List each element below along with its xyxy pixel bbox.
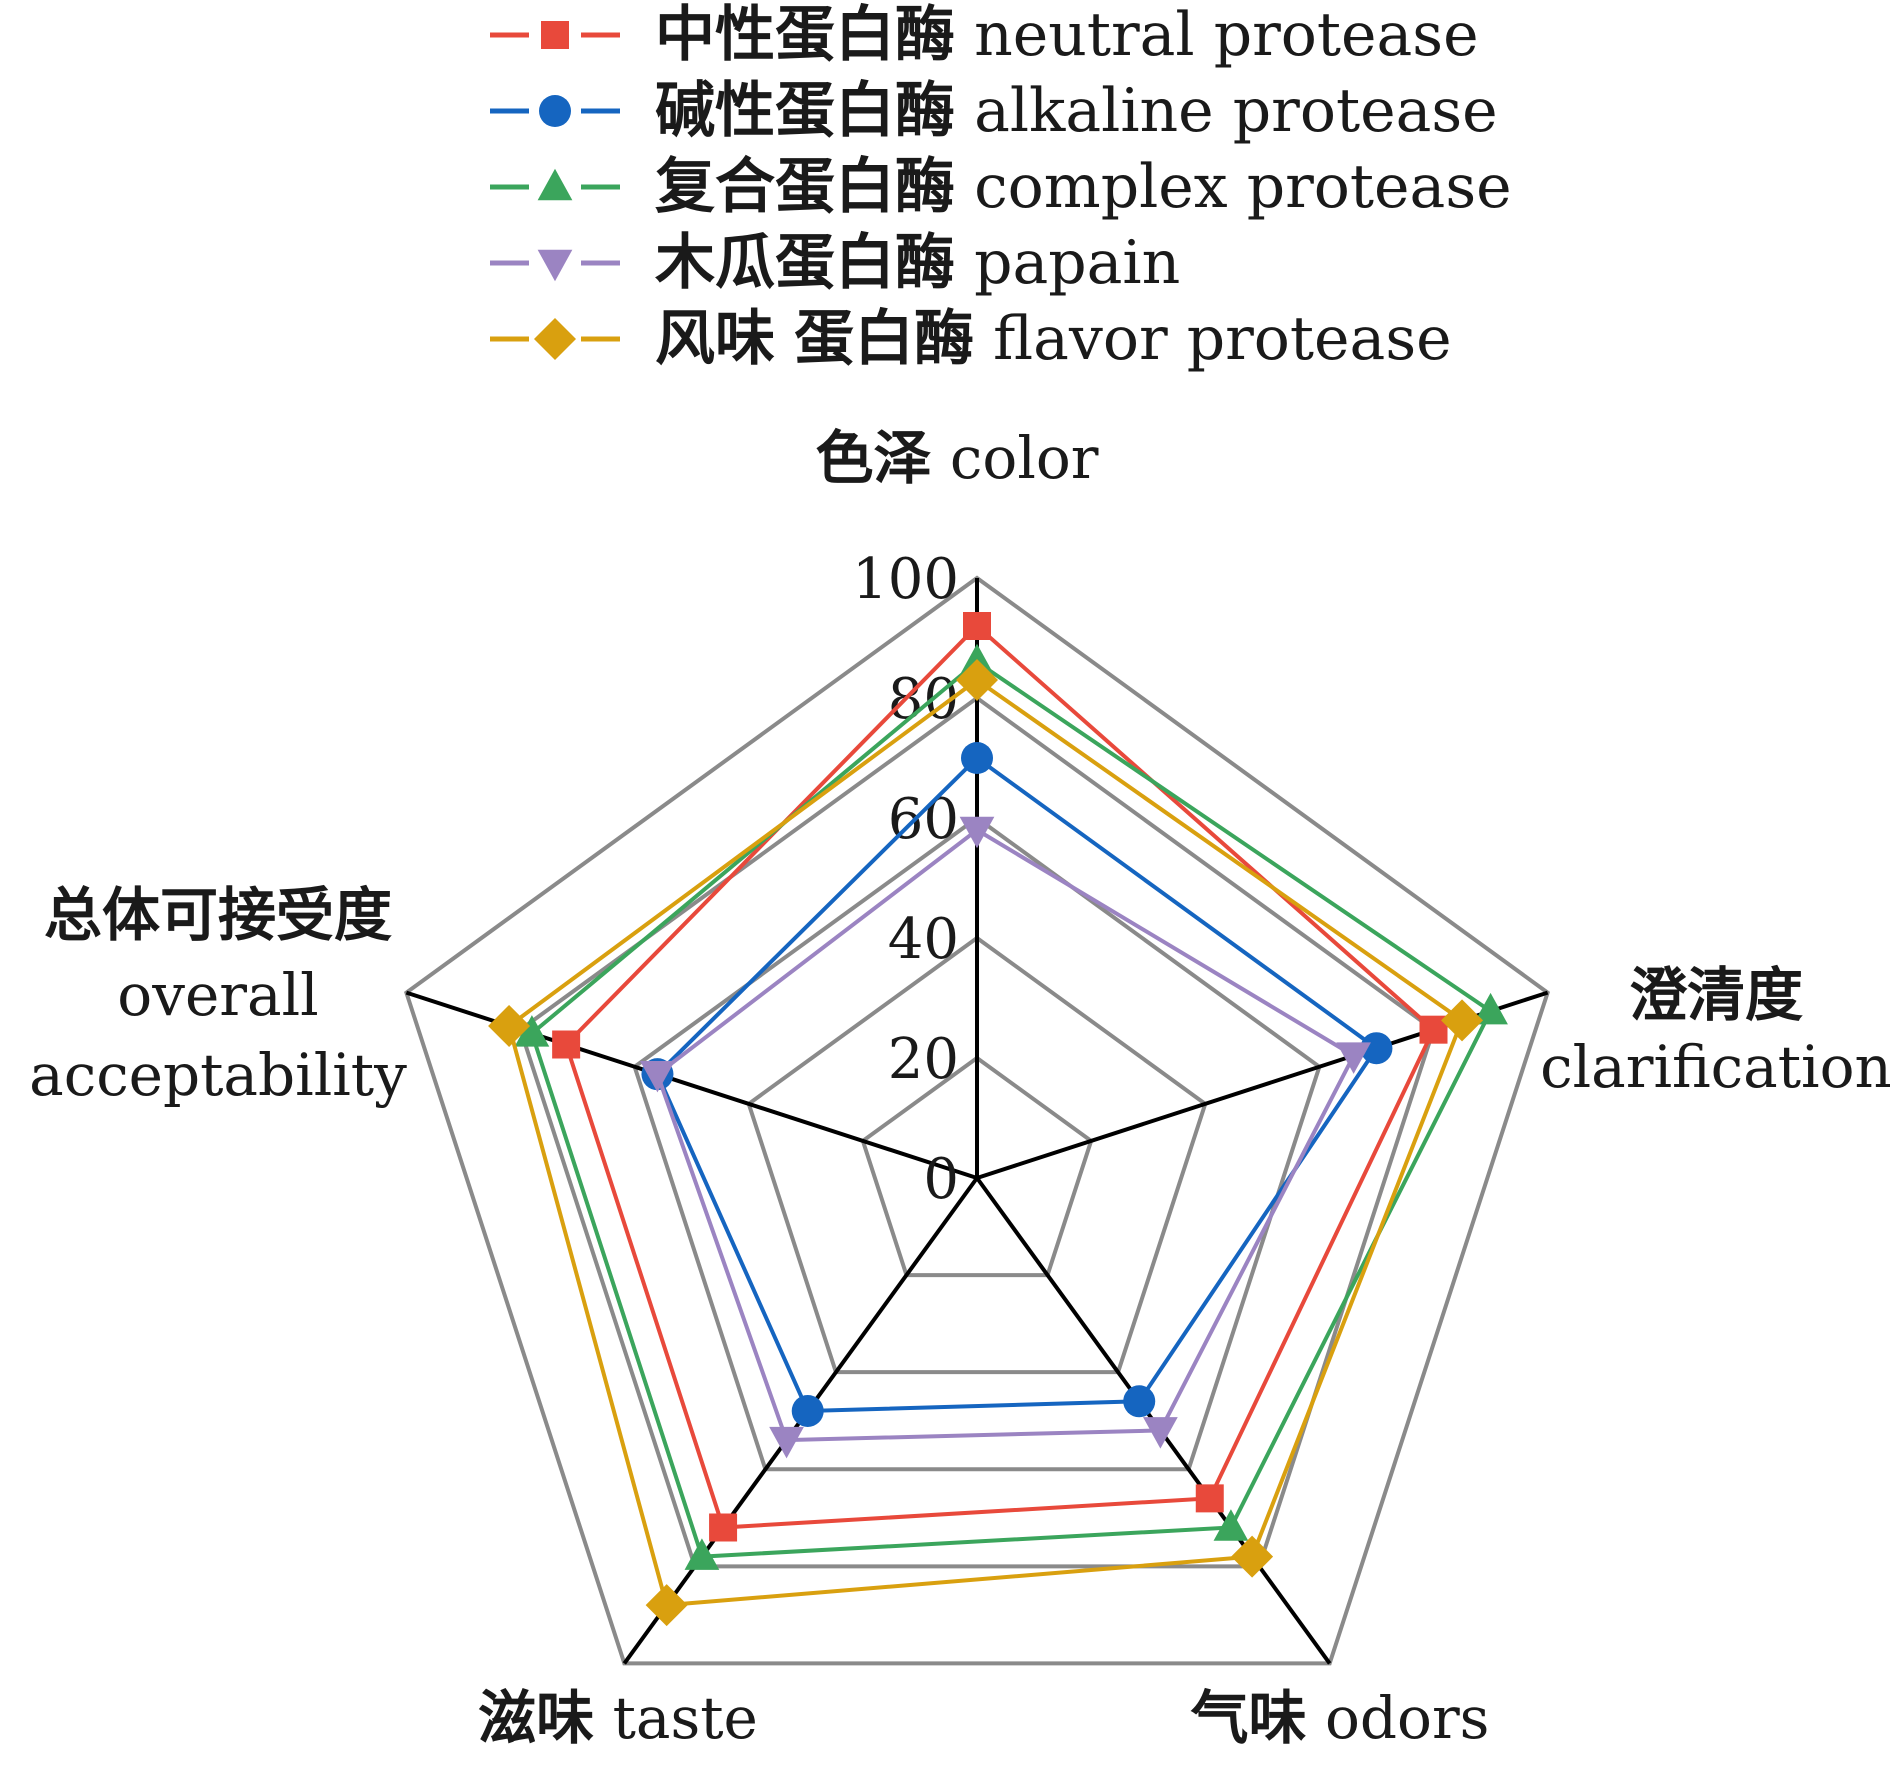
series-line bbox=[655, 827, 1357, 1443]
legend-marker bbox=[541, 21, 569, 49]
tick-label: 60 bbox=[888, 787, 959, 852]
series-line bbox=[506, 677, 1465, 1608]
series-0 bbox=[552, 612, 1448, 1542]
data-point bbox=[1441, 999, 1484, 1042]
radar-grid bbox=[404, 575, 1550, 1666]
tick-label: 20 bbox=[888, 1027, 959, 1092]
axis-label-overall: acceptability bbox=[29, 1041, 407, 1109]
tick-label: 0 bbox=[923, 1147, 959, 1212]
axis-label-clarification: clarification bbox=[1540, 1033, 1890, 1101]
series-line bbox=[563, 623, 1436, 1530]
legend-label: 风味 蛋白酶 flavor protease bbox=[655, 304, 1452, 374]
data-point bbox=[791, 1394, 824, 1427]
data-point bbox=[1473, 992, 1508, 1025]
series-2 bbox=[514, 643, 1508, 1570]
legend-item: 复合蛋白酶 complex protease bbox=[490, 152, 1512, 222]
grid-ring bbox=[404, 575, 1550, 1666]
data-point bbox=[1336, 1042, 1371, 1074]
data-point bbox=[1213, 1509, 1249, 1541]
data-point bbox=[684, 1538, 720, 1570]
legend-item: 木瓜蛋白酶 papain bbox=[490, 228, 1180, 298]
data-point bbox=[645, 1584, 688, 1627]
data-point bbox=[963, 612, 991, 640]
radar-spokes bbox=[405, 578, 1549, 1665]
legend-label: 复合蛋白酶 complex protease bbox=[655, 152, 1512, 222]
data-point bbox=[769, 1426, 804, 1459]
grid-ring bbox=[632, 815, 1322, 1472]
data-point bbox=[709, 1513, 738, 1542]
legend-label: 碱性蛋白酶 alkaline protease bbox=[655, 76, 1498, 146]
legend-item: 碱性蛋白酶 alkaline protease bbox=[490, 76, 1498, 146]
series-4 bbox=[488, 659, 1484, 1627]
axis-label-taste: 滋味 taste bbox=[478, 1684, 758, 1752]
data-point bbox=[488, 1004, 531, 1047]
data-point bbox=[514, 1015, 550, 1047]
axis-label-odors: 气味 odors bbox=[1191, 1684, 1490, 1752]
data-point bbox=[552, 1030, 581, 1059]
data-point bbox=[1123, 1385, 1156, 1418]
legend-marker bbox=[537, 249, 573, 282]
series-line bbox=[655, 755, 1380, 1414]
tick-label: 40 bbox=[888, 907, 959, 972]
grid-ring bbox=[518, 695, 1436, 1569]
axis-label-overall: 总体可接受度 bbox=[44, 881, 392, 949]
series-line bbox=[529, 659, 1494, 1559]
data-point bbox=[959, 816, 995, 849]
legend-label: 中性蛋白酶 neutral protease bbox=[655, 0, 1479, 70]
grid-ring bbox=[860, 1055, 1094, 1278]
legend-item: 中性蛋白酶 neutral protease bbox=[490, 0, 1479, 70]
legend-marker bbox=[539, 95, 571, 127]
legend-marker bbox=[534, 318, 576, 360]
series-3 bbox=[640, 816, 1371, 1459]
legend-label: 木瓜蛋白酶 papain bbox=[655, 228, 1180, 298]
data-point bbox=[1231, 1535, 1274, 1578]
data-point bbox=[1360, 1032, 1393, 1065]
grid-ring bbox=[746, 935, 1208, 1375]
data-point bbox=[961, 742, 993, 774]
data-point bbox=[956, 659, 998, 701]
legend-item: 风味 蛋白酶 flavor protease bbox=[490, 304, 1452, 374]
data-point bbox=[1143, 1417, 1178, 1449]
series-layer bbox=[488, 612, 1508, 1627]
series-1 bbox=[641, 742, 1393, 1427]
legend-marker bbox=[537, 168, 573, 201]
axis-label-color: 色泽 color bbox=[815, 424, 1098, 492]
axis-label-clarification: 澄清度 bbox=[1629, 961, 1803, 1029]
data-point bbox=[640, 1060, 675, 1093]
tick-label: 100 bbox=[852, 547, 959, 612]
axis-label-overall: overall bbox=[117, 961, 318, 1029]
data-point bbox=[1195, 1484, 1224, 1513]
